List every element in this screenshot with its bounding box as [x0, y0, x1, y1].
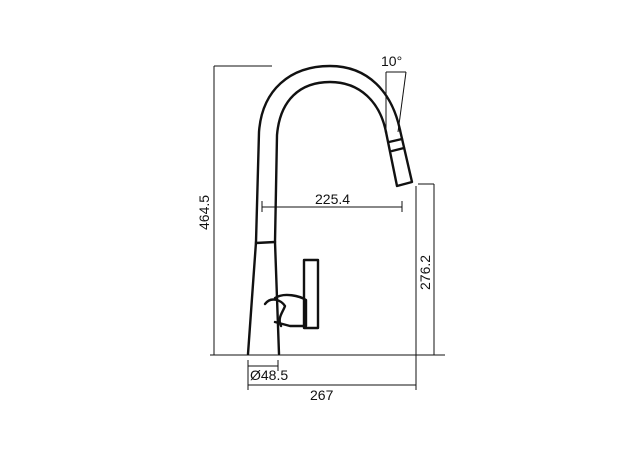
height-spout-label: 276.2	[417, 255, 433, 290]
base-diameter-label: Ø48.5	[250, 367, 288, 383]
height-total-label: 464.5	[196, 195, 212, 230]
angle-label: 10°	[381, 53, 402, 69]
depth-label: 267	[310, 387, 334, 403]
dimension-lines	[210, 65, 445, 390]
faucet-outline	[246, 64, 414, 356]
reach-label: 225.4	[315, 191, 350, 207]
